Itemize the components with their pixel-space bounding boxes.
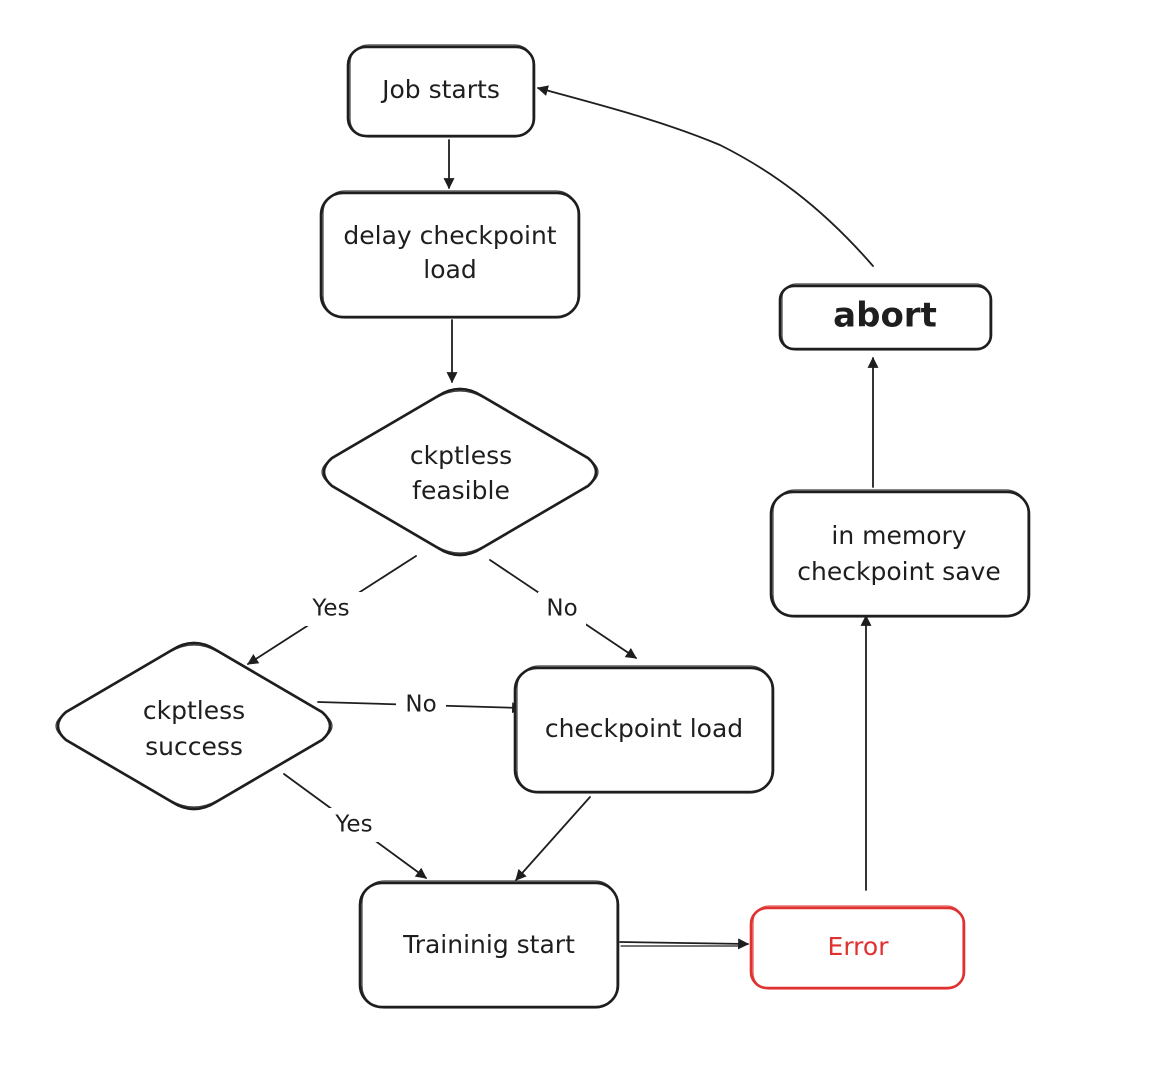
- node-feasible-label-line2: feasible: [412, 476, 510, 505]
- node-training-start: Traininig start: [358, 880, 620, 1009]
- node-error-label: Error: [828, 932, 890, 961]
- node-error: Error: [749, 905, 966, 990]
- node-job-starts: Job starts: [346, 44, 536, 138]
- edge-load-to-training: [515, 796, 591, 881]
- node-delay-label-line1: delay checkpoint: [343, 221, 556, 250]
- node-training-start-label: Traininig start: [402, 930, 575, 959]
- node-ckptless-success: ckptless success: [55, 641, 333, 811]
- edge-label-success-yes: Yes: [334, 812, 372, 838]
- node-abort: abort: [778, 283, 993, 351]
- node-delay-checkpoint-load: delay checkpoint load: [319, 190, 581, 319]
- node-job-starts-label: Job starts: [380, 75, 500, 104]
- node-memory-save-label-line1: in memory: [831, 521, 966, 550]
- edge-label-success-no: No: [405, 692, 436, 718]
- node-abort-label: abort: [833, 296, 937, 336]
- edge-abort-to-job: [536, 85, 874, 267]
- edge-label-feasible-no: No: [546, 596, 577, 622]
- edge-label-bg-success-yes: [322, 808, 386, 842]
- node-delay-label-line2: load: [423, 255, 476, 284]
- node-in-memory-checkpoint-save: in memory checkpoint save: [769, 489, 1031, 618]
- node-feasible-label-line1: ckptless: [410, 441, 512, 470]
- edge-label-feasible-yes: Yes: [311, 596, 349, 622]
- node-ckptless-feasible: ckptless feasible: [321, 387, 599, 557]
- edge-label-bg-feasible-no: [538, 592, 586, 626]
- edge-training-to-error: [619, 938, 750, 950]
- edge-labels: Yes No No Yes: [300, 592, 586, 842]
- node-checkpoint-load-label: checkpoint load: [545, 714, 743, 743]
- node-success-label-line2: success: [145, 732, 243, 761]
- node-success-label-line1: ckptless: [143, 696, 245, 725]
- node-memory-save-label-line2: checkpoint save: [797, 557, 1000, 586]
- edge-label-bg-success-no: [396, 688, 446, 722]
- node-checkpoint-load: checkpoint load: [513, 665, 775, 794]
- edge-label-bg-feasible-yes: [300, 592, 362, 626]
